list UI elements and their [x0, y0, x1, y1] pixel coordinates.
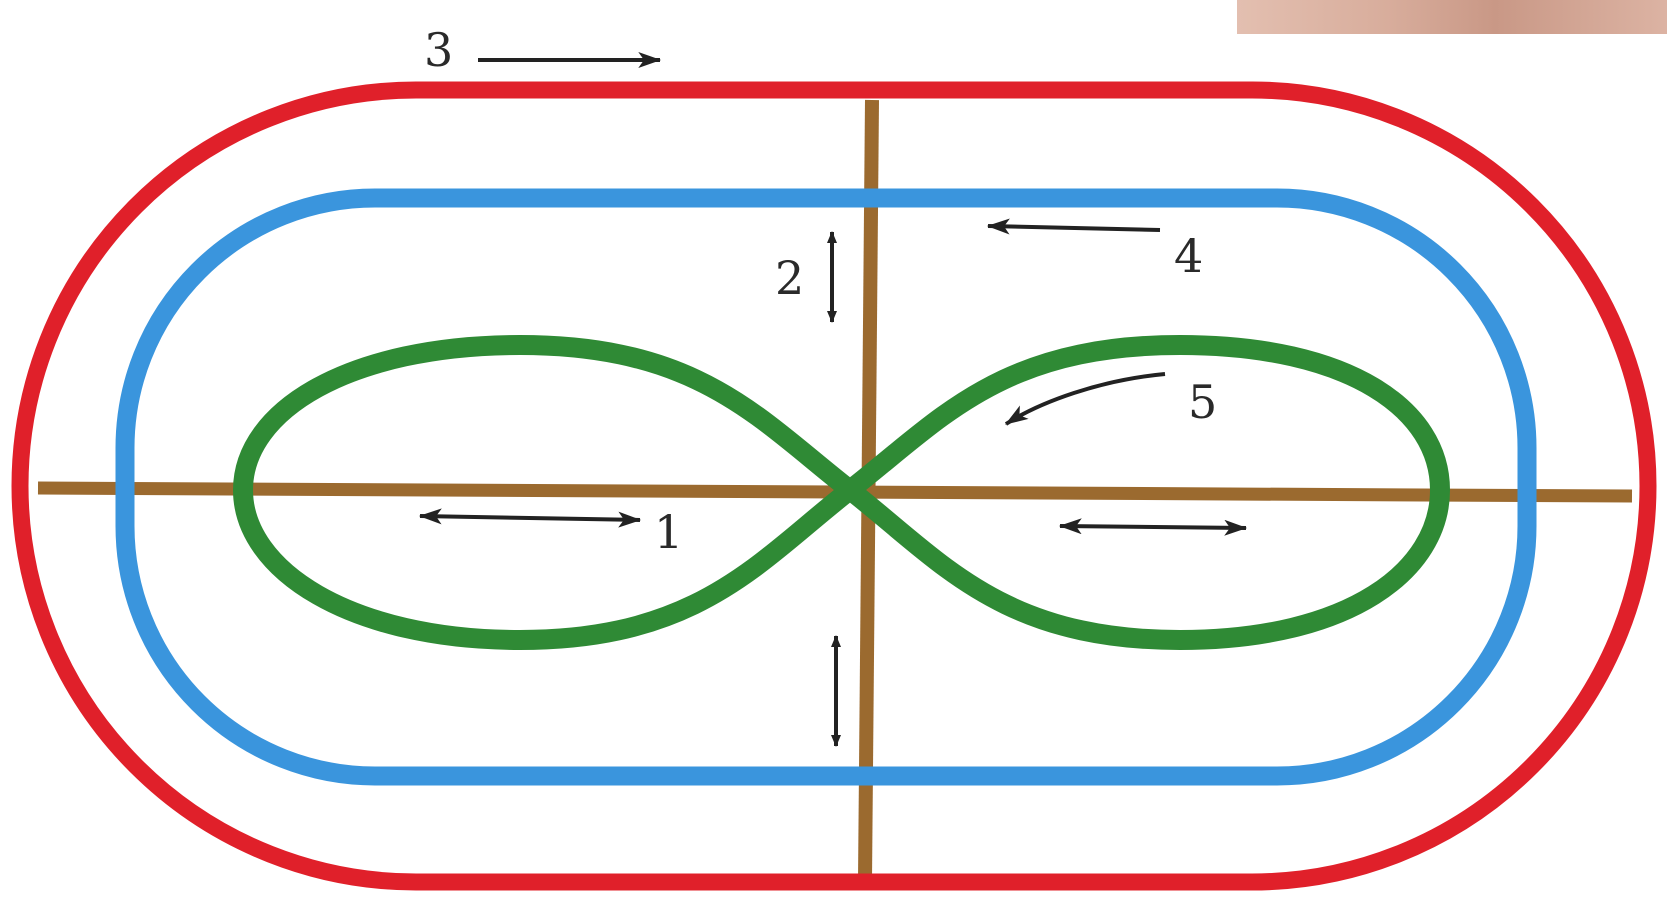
double-horizontal-arrow-icon	[1060, 526, 1246, 528]
double-horizontal-arrow-icon	[420, 516, 640, 520]
corner-photo-fragment	[1237, 0, 1667, 34]
label-2: 2	[775, 251, 804, 305]
label-3: 3	[424, 23, 453, 77]
curved-arrow-icon	[1006, 374, 1165, 424]
label-1: 1	[654, 505, 683, 559]
label-5: 5	[1188, 375, 1217, 429]
left-arrow-icon	[988, 226, 1160, 230]
label-4: 4	[1174, 229, 1203, 283]
